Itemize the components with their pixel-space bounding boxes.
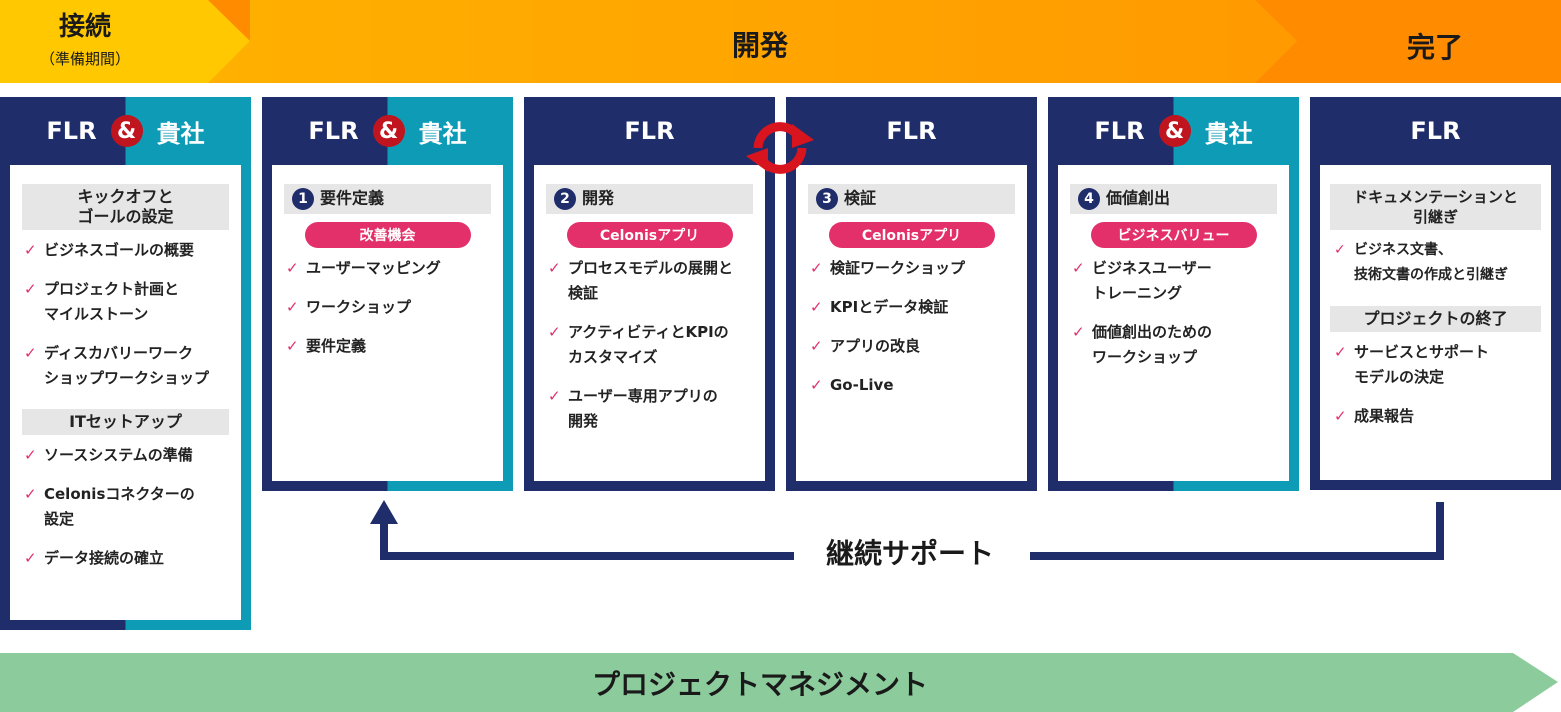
- client-label: 貴社: [418, 119, 467, 148]
- phase-bar: 接続 （準備期間） 開発 完了: [0, 0, 1561, 83]
- list-item: ソースシステムの準備: [22, 443, 231, 468]
- list-item: ビジネスゴールの概要: [22, 238, 231, 263]
- list-item: Go-Live: [808, 373, 1017, 398]
- column-body: キックオフと ゴールの設定 ビジネスゴールの概要 プロジェクト計画と マイルスト…: [0, 165, 251, 630]
- phase-connect-label: 接続: [58, 12, 111, 42]
- list-item: サービスとサポート モデルの決定: [1332, 340, 1541, 390]
- phase-complete: 完了: [1406, 31, 1463, 64]
- phase-arrows: [0, 0, 1561, 83]
- column-body: 3 検証 Celonisアプリ 検証ワークショップ KPIとデータ検証 アプリの改…: [786, 165, 1037, 491]
- column-step-1: FLR & 貴社 1 要件定義 改善機会 ユーザーマッピング ワークショップ 要件…: [262, 97, 513, 491]
- column-step-3: FLR 3 検証 Celonisアプリ 検証ワークショップ KPIとデータ検証 ア…: [786, 97, 1037, 491]
- connect-arrow: [0, 0, 250, 83]
- column-body: 2 開発 Celonisアプリ プロセスモデルの展開と 検証 アクティビティとKP…: [524, 165, 775, 491]
- step-title: 3 検証: [808, 184, 1015, 214]
- column-header: FLR: [524, 97, 775, 165]
- section-title: ドキュメンテーションと 引継ぎ: [1330, 184, 1541, 230]
- category-pill: Celonisアプリ: [566, 222, 733, 248]
- ampersand-icon: &: [110, 115, 143, 147]
- flr-label: FLR: [624, 117, 675, 145]
- list-item: 価値創出のための ワークショップ: [1070, 320, 1279, 370]
- column-header: FLR: [1310, 97, 1561, 165]
- category-pill: ビジネスバリュー: [1090, 222, 1257, 248]
- client-label: 貴社: [156, 119, 205, 148]
- list-item: プロジェクト計画と マイルストーン: [22, 277, 231, 327]
- ampersand-icon: &: [372, 115, 405, 147]
- client-label: 貴社: [1204, 119, 1253, 148]
- column-body: 1 要件定義 改善機会 ユーザーマッピング ワークショップ 要件定義: [262, 165, 513, 491]
- section-title: キックオフと ゴールの設定: [22, 184, 229, 230]
- step-title-text: 要件定義: [320, 188, 385, 208]
- arrow-up-icon: [370, 500, 398, 524]
- support-line-left-horizontal: [380, 552, 794, 560]
- card: 3 検証 Celonisアプリ 検証ワークショップ KPIとデータ検証 アプリの改…: [796, 165, 1027, 481]
- column-connect: FLR & 貴社 キックオフと ゴールの設定 ビジネスゴールの概要 プロジェクト…: [0, 97, 251, 630]
- support-line-left-vertical: [380, 522, 388, 560]
- section-title: プロジェクトの終了: [1330, 306, 1541, 332]
- card: 4 価値創出 ビジネスバリュー ビジネスユーザー トレーニング 価値創出のための …: [1058, 165, 1289, 481]
- column-body: ドキュメンテーションと 引継ぎ ビジネス文書、 技術文書の作成と引継ぎ プロジェ…: [1310, 165, 1561, 490]
- step-title: 4 価値創出: [1070, 184, 1277, 214]
- list-item: ビジネスユーザー トレーニング: [1070, 256, 1279, 306]
- step-number-icon: 4: [1078, 188, 1100, 210]
- card: 2 開発 Celonisアプリ プロセスモデルの展開と 検証 アクティビティとKP…: [534, 165, 765, 481]
- flr-label: FLR: [886, 117, 937, 145]
- step-number-icon: 1: [292, 188, 314, 210]
- list-item: ユーザー専用アプリの 開発: [546, 384, 755, 434]
- flr-label: FLR: [308, 117, 359, 145]
- column-header: FLR: [786, 97, 1037, 165]
- category-pill: Celonisアプリ: [828, 222, 995, 248]
- list-item: プロセスモデルの展開と 検証: [546, 256, 755, 306]
- list-item: KPIとデータ検証: [808, 295, 1017, 320]
- card: ドキュメンテーションと 引継ぎ ビジネス文書、 技術文書の作成と引継ぎ プロジェ…: [1320, 165, 1551, 480]
- card: キックオフと ゴールの設定 ビジネスゴールの概要 プロジェクト計画と マイルスト…: [10, 165, 241, 620]
- support-label: 継続サポート: [826, 537, 995, 570]
- step-title-text: 検証: [844, 188, 877, 208]
- category-pill: 改善機会: [304, 222, 471, 248]
- column-header: FLR & 貴社: [262, 97, 513, 165]
- column-complete: FLR ドキュメンテーションと 引継ぎ ビジネス文書、 技術文書の作成と引継ぎ …: [1310, 97, 1561, 490]
- phase-connect: 接続 （準備期間）: [0, 12, 170, 74]
- column-header: FLR & 貴社: [0, 97, 251, 165]
- develop-arrow: [207, 0, 1297, 83]
- column-step-4: FLR & 貴社 4 価値創出 ビジネスバリュー ビジネスユーザー トレーニング …: [1048, 97, 1299, 491]
- phase-develop: 開発: [731, 29, 788, 62]
- list-item: 検証ワークショップ: [808, 256, 1017, 281]
- list-item: 要件定義: [284, 334, 493, 359]
- cycle-arrows-icon: [746, 122, 814, 174]
- step-title: 1 要件定義: [284, 184, 491, 214]
- list-item: ディスカバリーワーク ショップワークショップ: [22, 341, 231, 391]
- phase-connect-sub: （準備期間）: [39, 50, 130, 68]
- support-line-right-horizontal: [1030, 552, 1444, 560]
- flr-label: FLR: [46, 117, 97, 145]
- list-item: データ接続の確立: [22, 546, 231, 571]
- flr-label: FLR: [1410, 117, 1461, 145]
- list-item: Celonisコネクターの 設定: [22, 482, 231, 532]
- column-step-2: FLR 2 開発 Celonisアプリ プロセスモデルの展開と 検証 アクティビテ…: [524, 97, 775, 491]
- project-management-arrow: [0, 653, 1558, 712]
- step-title-text: 価値創出: [1106, 188, 1171, 208]
- list-item: アプリの改良: [808, 334, 1017, 359]
- list-item: ワークショップ: [284, 295, 493, 320]
- flr-label: FLR: [1094, 117, 1145, 145]
- list-item: 成果報告: [1332, 404, 1541, 429]
- column-body: 4 価値創出 ビジネスバリュー ビジネスユーザー トレーニング 価値創出のための …: [1048, 165, 1299, 491]
- card: 1 要件定義 改善機会 ユーザーマッピング ワークショップ 要件定義: [272, 165, 503, 481]
- step-number-icon: 2: [554, 188, 576, 210]
- step-title: 2 開発: [546, 184, 753, 214]
- list-item: ビジネス文書、 技術文書の作成と引継ぎ: [1332, 238, 1541, 288]
- column-header: FLR & 貴社: [1048, 97, 1299, 165]
- step-title-text: 開発: [582, 188, 615, 208]
- list-item: ユーザーマッピング: [284, 256, 493, 281]
- step-number-icon: 3: [816, 188, 838, 210]
- list-item: アクティビティとKPIの カスタマイズ: [546, 320, 755, 370]
- ampersand-icon: &: [1158, 115, 1191, 147]
- project-management-label: プロジェクトマネジメント: [591, 667, 928, 701]
- support-line-right-vertical: [1436, 502, 1444, 560]
- section-title: ITセットアップ: [22, 409, 229, 435]
